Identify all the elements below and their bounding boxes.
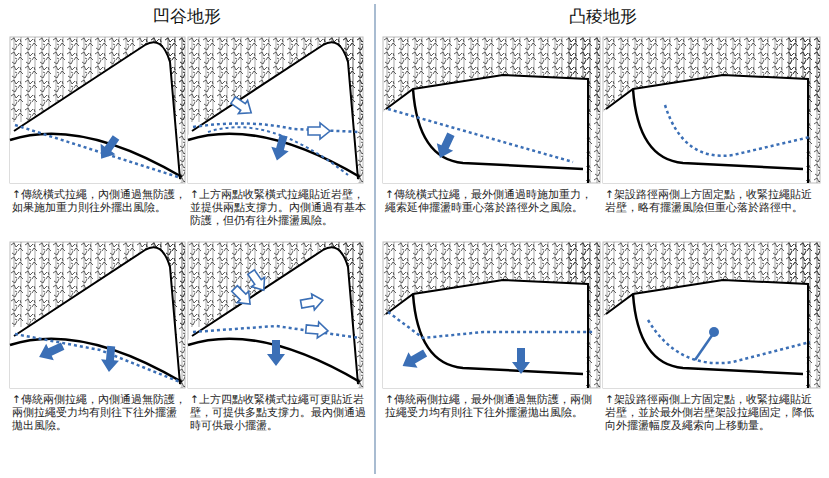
section-title: 凹谷地形 — [12, 6, 362, 26]
caption: ↑傳統兩側拉繩，內側通過無防護，兩側拉繩受力均有則往下往外擺盪拋出風險。 — [12, 393, 186, 432]
caption: ↑架設路徑兩側上方固定點，收緊拉繩貼近岩壁，略有擺盪風險但重心落於路徑中。 — [605, 188, 821, 214]
caption: ↑傳統兩側拉繩，最外側通過無防護，兩側拉繩受力均有則往下往外擺盪拋出風險。 — [385, 393, 598, 419]
caption: ↑傳統橫式拉繩，最外側通過時施加重力，繩索延伸擺盪時重心落於路徑外之風險。 — [385, 188, 598, 214]
caption: ↑上方四點收緊橫式拉繩可更貼近岩壁，可提供多點支撐力。最內側通過時可供最小擺盪。 — [190, 393, 368, 432]
caption: ↑架設路徑兩側上方固定點，收緊拉繩貼近岩壁，並於最外側岩壁架設拉繩固定，降低向外… — [605, 393, 821, 432]
caption: ↑傳統橫式拉繩，內側通過無防護，如果施加重力則往外擺出風險。 — [12, 188, 186, 214]
section-title: 凸稜地形 — [385, 6, 820, 26]
caption: ↑上方兩點收緊橫式拉繩貼近岩壁，並提供兩點支撐力。內側通過有基本防護，但仍有往外… — [190, 188, 368, 227]
